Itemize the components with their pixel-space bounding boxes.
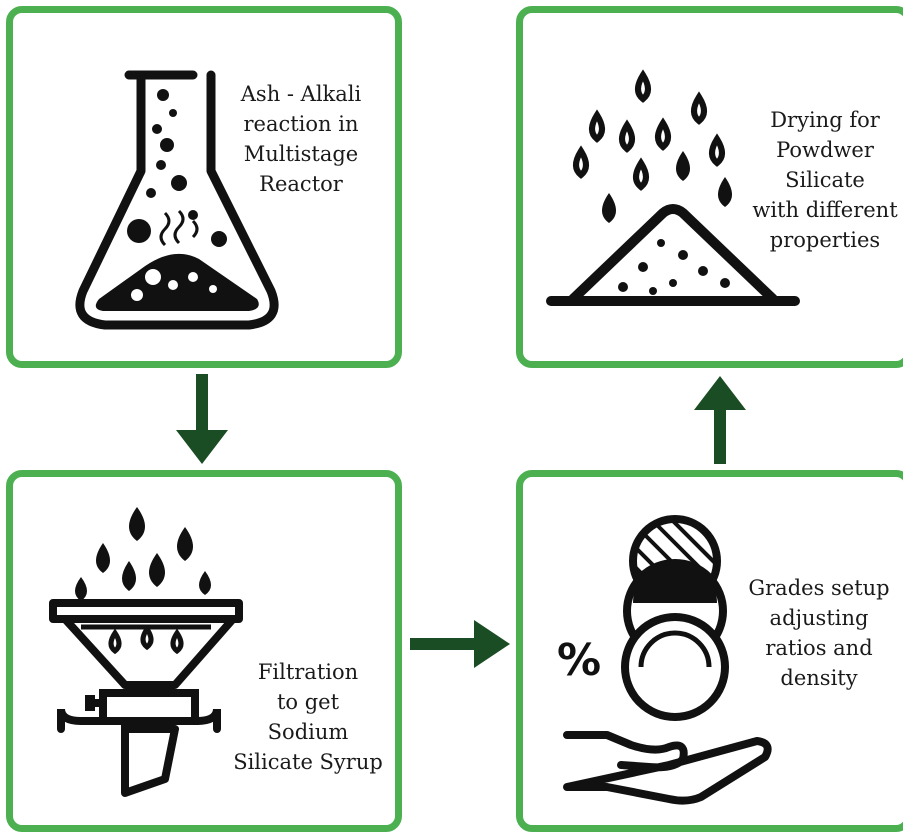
hand-percent-icon: % (557, 515, 772, 805)
powder-pile-icon (546, 69, 800, 306)
step-grading-label: Grades setup adjusting ratios and densit… (748, 576, 890, 690)
percent-symbol: % (557, 635, 601, 686)
arrow-down-icon (176, 374, 228, 464)
funnel-filter-icon (49, 507, 243, 797)
step-reaction-panel: Ash - Alkali reaction in Multistage Reac… (6, 6, 402, 368)
step-filtration-label: Filtration to get Sodium Silicate Syrup (233, 660, 383, 774)
flask-icon (75, 70, 279, 330)
step-drying-panel: Drying for Powdwer Silicate with differe… (516, 6, 903, 368)
arrow-right-icon (410, 620, 510, 668)
arrow-up-icon (694, 376, 746, 464)
step-reaction-label: Ash - Alkali reaction in Multistage Reac… (240, 82, 362, 196)
step-drying-label: Drying for Powdwer Silicate with differe… (752, 108, 898, 252)
step-grading-panel: % Grades setup adjusting ratios and dens… (516, 470, 903, 832)
step-filtration-panel: Filtration to get Sodium Silicate Syrup (6, 470, 402, 832)
